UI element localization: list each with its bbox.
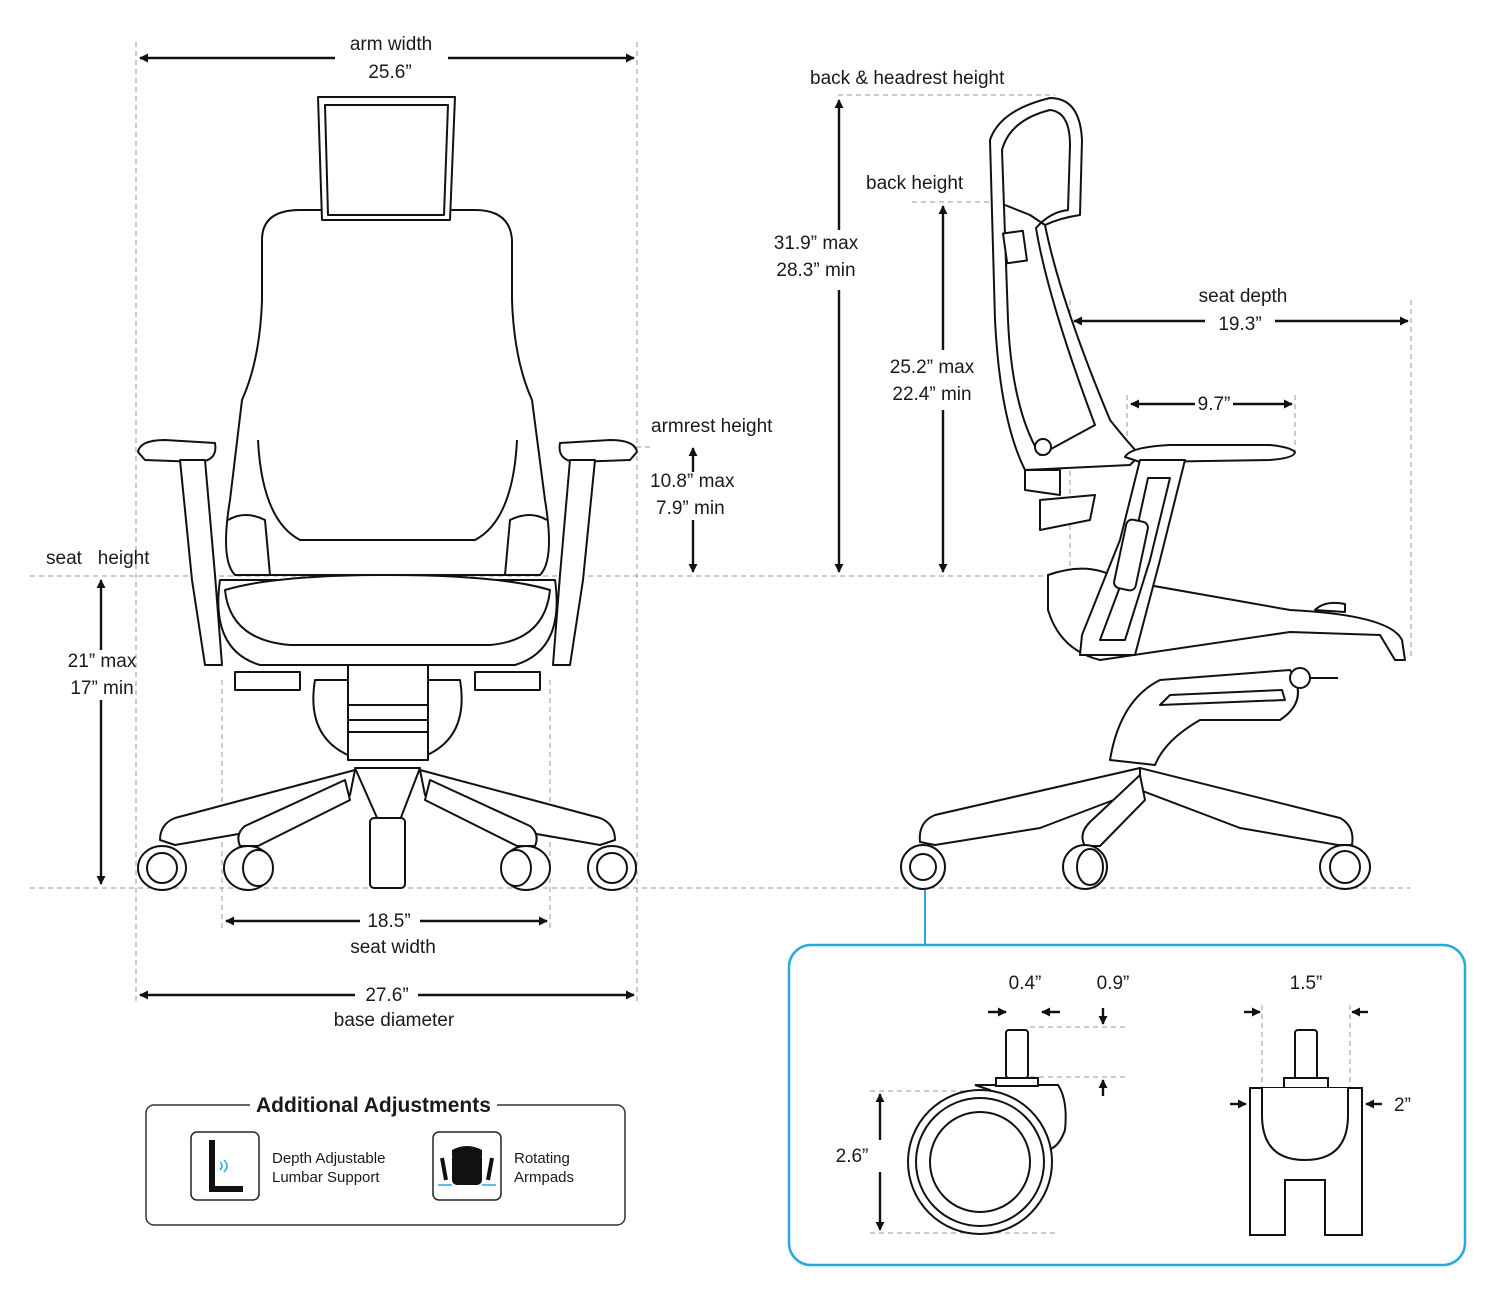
armpads-line-2: Armpads (514, 1169, 575, 1186)
seat-depth-label: seat depth (1198, 286, 1288, 307)
adjustments-title: Additional Adjustments (250, 1094, 497, 1118)
caster-front-drawing (1249, 1029, 1363, 1236)
base-diameter-label: base diameter (333, 1010, 455, 1031)
armrest-height-max: 10.8” max (650, 471, 735, 492)
caster-stem-height: 0.9” (1096, 973, 1130, 994)
armpad-icon (432, 1131, 502, 1201)
back-height-max: 25.2” max (889, 357, 975, 378)
base-diameter-value: 27.6” (365, 985, 409, 1006)
rotating-armpads-label: Rotating Armpads (514, 1149, 574, 1187)
lumbar-icon (190, 1131, 260, 1201)
seat-height-min: 17” min (70, 678, 134, 699)
caster-stem-width: 0.4” (1008, 973, 1042, 994)
chair-side-view (900, 97, 1406, 890)
seat-height-max: 21” max (67, 651, 137, 672)
dimension-arrows (96, 53, 1409, 1231)
back-height-label: back height (866, 173, 964, 194)
lumbar-line-1: Depth Adjustable (272, 1150, 386, 1167)
caster-housing-width: 2” (1394, 1095, 1411, 1116)
lumbar-line-2: Lumbar Support (272, 1169, 380, 1186)
caster-detail-frame (787, 943, 1467, 1267)
armrest-height-label: armrest height (651, 416, 773, 437)
side-casters (900, 844, 1371, 890)
armrest-height-min: 7.9” min (656, 498, 725, 519)
caster-wheel-width: 1.5” (1289, 973, 1323, 994)
seat-height-label: seat height (46, 548, 150, 569)
armpads-line-1: Rotating (514, 1150, 570, 1167)
seat-width-label: seat width (350, 937, 436, 958)
arm-width-value: 25.6” (368, 62, 412, 83)
arm-width-label: arm width (349, 34, 433, 55)
back-headrest-height-max: 31.9” max (773, 233, 859, 254)
seat-depth-value: 19.3” (1218, 314, 1262, 335)
armrest-depth-value: 9.7” (1197, 394, 1231, 415)
caster-side-drawing (907, 1029, 1067, 1235)
back-headrest-height-min: 28.3” min (776, 260, 856, 281)
lumbar-support-label: Depth Adjustable Lumbar Support (272, 1149, 385, 1187)
back-height-min: 22.4” min (892, 384, 972, 405)
chair-front-view (137, 96, 638, 891)
front-casters (137, 845, 637, 891)
seat-width-value: 18.5” (367, 911, 411, 932)
back-headrest-height-label: back & headrest height (810, 68, 1005, 89)
caster-wheel-height: 2.6” (835, 1146, 869, 1167)
